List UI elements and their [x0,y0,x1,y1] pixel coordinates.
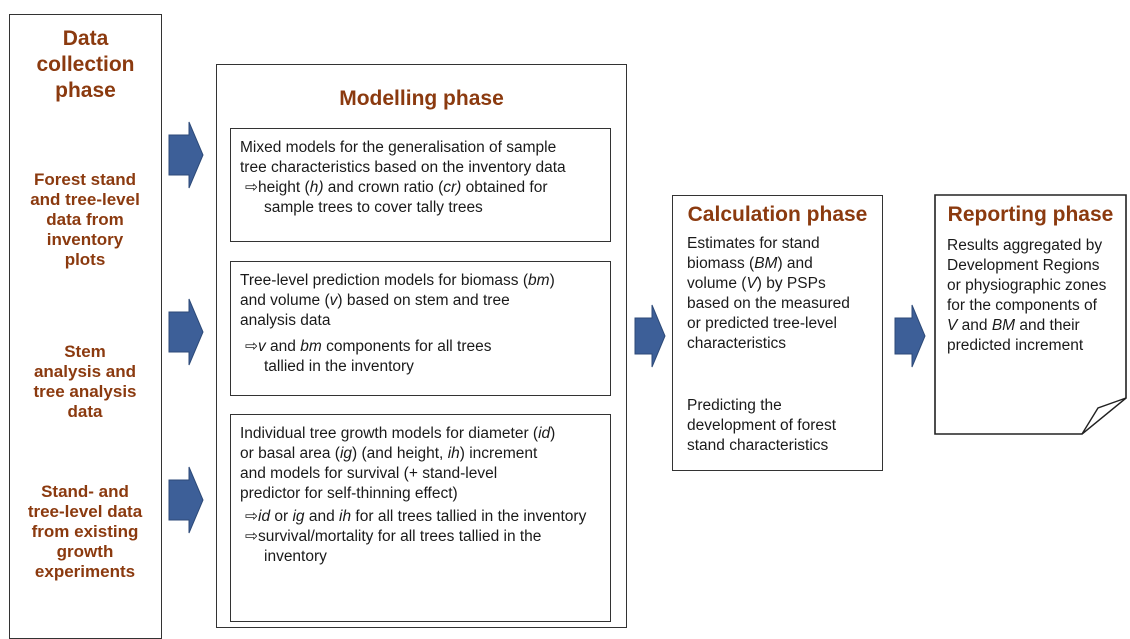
source-inventory-plots: Forest stand and tree-level data from in… [22,170,148,290]
arrow-bullet-icon: ⇨ [245,508,258,525]
data-collection-title-line2: collection [36,53,135,76]
source-3-line2: tree-level data [27,502,143,521]
data-collection-title: Data collection phase [9,26,162,104]
data-collection-title-line1: Data [62,27,109,50]
data-collection-title-line3: phase [55,79,116,102]
box2-bullet: ⇨v and bm components for all trees [245,338,492,355]
source-3-line1: Stand- and [41,482,129,501]
source-1-line5: plots [64,250,106,269]
source-3-line5: experiments [34,562,136,581]
source-3-line4: growth [56,542,114,561]
arrow-bullet-icon: ⇨ [245,179,258,196]
box3-line3: and models for survival (+ stand-level [240,465,498,482]
source-1-line1: Forest stand [33,170,137,189]
box2-bullet-line2: tallied in the inventory [264,358,414,375]
calculation-panel [672,195,883,471]
source-growth-experiments: Stand- and tree-level data from existing… [22,482,148,602]
calculation-predicting-text: Predicting the development of forest sta… [687,397,837,454]
arrow-right-2 [168,298,204,366]
arrow-right-4 [634,304,666,368]
box3-bullet2: ⇨survival/mortality for all trees tallie… [245,528,542,545]
box2-line3: analysis data [240,312,331,329]
arrow-right-1 [168,121,204,189]
source-1-line2: and tree-level [30,190,140,209]
model-box-biomass-volume: Tree-level prediction models for biomass… [230,261,611,396]
source-2-line4: data [67,402,103,421]
source-2-line3: tree analysis [33,382,137,401]
box3-bullet1: ⇨id or ig and ih for all trees tallied i… [245,508,587,525]
source-2-line1: Stem [64,342,106,361]
source-2-line2: analysis and [33,362,137,381]
source-1-line4: inventory [46,230,124,249]
arrow-right-5 [894,304,926,368]
box1-line1: Mixed models for the generalisation of s… [240,139,557,156]
reporting-title: Reporting phase [947,203,1114,226]
box3-bullet2-line2: inventory [264,548,327,565]
arrow-right-3 [168,466,204,534]
box1-bullet: ⇨height (h) and crown ratio (cr) obtaine… [245,179,548,196]
source-stem-analysis: Stem analysis and tree analysis data [22,342,148,432]
box1-line2: tree characteristics based on the invent… [240,159,566,176]
box3-line1: Individual tree growth models for diamet… [240,425,556,442]
reporting-text: Results aggregated by Development Region… [947,237,1107,354]
model-box-generalisation: Mixed models for the generalisation of s… [230,128,611,242]
box2-line2: and volume (v) based on stem and tree [240,292,510,309]
reporting-document-shape [934,194,1127,435]
source-3-line3: from existing [31,522,139,541]
box1-bullet-line2: sample trees to cover tally trees [264,199,483,216]
calculation-title: Calculation phase [687,203,868,226]
box2-line1: Tree-level prediction models for biomass… [240,272,555,289]
box3-line2: or basal area (ig) (and height, ih) incr… [240,445,538,462]
source-1-line3: data from [46,210,124,229]
box3-line4: predictor for self-thinning effect) [240,485,458,502]
arrow-bullet-icon: ⇨ [245,528,258,545]
calculation-estimates-text: Estimates for stand biomass (BM) and vol… [687,235,850,352]
model-box-growth: Individual tree growth models for diamet… [230,414,611,622]
arrow-bullet-icon: ⇨ [245,338,258,355]
modelling-title: Modelling phase [339,87,504,110]
